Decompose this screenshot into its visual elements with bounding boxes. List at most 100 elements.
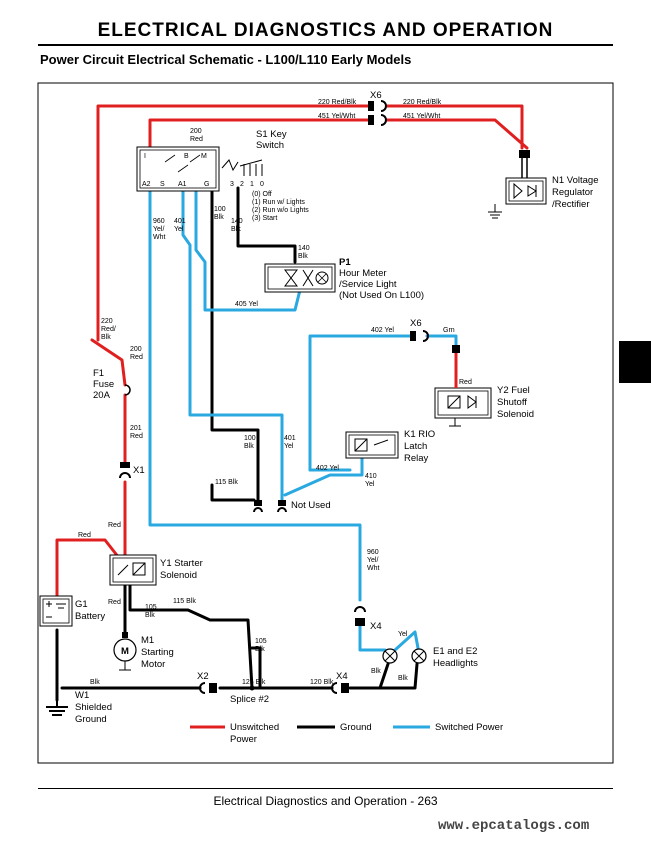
- wire-red-solenoid: Red: [108, 522, 121, 529]
- wire-140-p1-a: 140: [298, 245, 310, 252]
- wire-220-left-b: Red/: [101, 326, 116, 333]
- wire-blk-headlight-1: Blk: [371, 668, 381, 675]
- wire-grn: Grn: [443, 327, 455, 334]
- wire-105-b: Blk: [145, 612, 155, 619]
- legend-ground-label: Ground: [340, 722, 372, 733]
- connector-x6-top: X6: [368, 90, 387, 126]
- latch-relay-k1: K1 RIO Latch Relay: [345, 429, 435, 464]
- connector-x1: X1: [119, 462, 145, 479]
- terminal-i: I: [144, 153, 146, 160]
- wire-401-mid-a: 401: [284, 435, 296, 442]
- f1-line3: 20A: [93, 390, 111, 401]
- wire-yel-headlight: Yel: [398, 631, 408, 638]
- wire-blk-headlight-2: Blk: [398, 675, 408, 682]
- wire-401-a: 401: [174, 218, 186, 225]
- m1-line3: Motor: [141, 659, 165, 670]
- header-rule: [38, 44, 613, 46]
- wire-200-sw-b: Red: [190, 136, 203, 143]
- wire-220-label-a: 220 Red/Blk: [318, 99, 357, 106]
- y1-line2: Solenoid: [160, 570, 197, 581]
- wire-100-mid-a: 100: [244, 435, 256, 442]
- footer-rule: [38, 788, 613, 789]
- wire-410-b: Yel: [365, 481, 375, 488]
- x6-label-top: X6: [370, 90, 382, 101]
- wire-120: 120 Blk: [310, 679, 334, 686]
- page-footer: Electrical Diagnostics and Operation - 2…: [213, 794, 438, 808]
- wire-960-low-b: Yel/: [367, 557, 378, 564]
- wire-105-sp-a: 105: [255, 638, 267, 645]
- x1-label: X1: [133, 465, 145, 476]
- connector-x6-lower: X6: [410, 318, 429, 342]
- terminal-m: M: [201, 153, 207, 160]
- n1-line2: Regulator: [552, 187, 593, 198]
- page-title: ELECTRICAL DIAGNOSTICS AND OPERATION: [97, 20, 554, 41]
- x6-label-lower: X6: [410, 318, 422, 329]
- n1-line3: /Rectifier: [552, 199, 589, 210]
- wire-red-g1: Red: [108, 599, 121, 606]
- wire-220-left-c: Blk: [101, 334, 111, 341]
- wire-220-label-b: 220 Red/Blk: [403, 99, 442, 106]
- fuel-solenoid-y2: Y2 Fuel Shutoff Solenoid: [434, 345, 534, 427]
- terminal-a1: A1: [178, 181, 187, 188]
- s1-pos3-text: (3) Start: [252, 215, 277, 222]
- splice-label: Splice #2: [230, 694, 269, 705]
- splice-2: Splice #2: [230, 685, 269, 705]
- wire-140-sw-b: Blk: [231, 226, 241, 233]
- wire-960-b: Yel/: [153, 226, 164, 233]
- wire-960-low-c: Wht: [367, 565, 380, 572]
- f1-ref: F1: [93, 368, 104, 379]
- starting-motor-m1: M M1 Starting Motor: [113, 632, 174, 671]
- n1-ref: N1 Voltage: [552, 175, 598, 186]
- terminal-a2: A2: [142, 181, 151, 188]
- headlights-e1-e2: E1 and E2 Headlights: [382, 646, 478, 669]
- schematic-title: Power Circuit Electrical Schematic - L10…: [40, 52, 412, 67]
- key-switch-s1: I B M A2 S A1 G 3 2 1 0 S1 Key Switch (0…: [136, 129, 309, 222]
- wire-960-low-a: 960: [367, 549, 379, 556]
- w1-line2: Shielded: [75, 702, 112, 713]
- wire-blk-ground: Blk: [90, 679, 100, 686]
- e1-line2: Headlights: [433, 658, 478, 669]
- wire-402-top: 402 Yel: [371, 327, 394, 334]
- legend-unswitched-label: Unswitched: [230, 722, 279, 733]
- m1-ref: M1: [141, 635, 154, 646]
- schematic-frame: [37, 82, 614, 764]
- watermark: www.epcatalogs.com: [438, 818, 590, 834]
- wire-115: 115 Blk: [215, 479, 238, 486]
- terminal-g: G: [204, 181, 209, 188]
- wire-451-label-a: 451 Yel/Wht: [318, 113, 355, 120]
- wire-100-sw-a: 100: [214, 206, 226, 213]
- s1-name: Switch: [256, 140, 284, 151]
- connector-x4-horizontal: X4: [331, 671, 349, 694]
- switched-wires: [148, 186, 458, 652]
- p1-ref: P1: [339, 257, 351, 268]
- starter-solenoid-y1: Y1 Starter Solenoid: [109, 554, 203, 586]
- wire-red-battery: Red: [78, 532, 91, 539]
- wire-402-mid: 402 Yel: [316, 465, 339, 472]
- switch-pos-0: 0: [260, 181, 264, 188]
- x2-label: X2: [197, 671, 209, 682]
- x4-label-b: X4: [336, 671, 348, 682]
- wire-451-label-b: 451 Yel/Wht: [403, 113, 440, 120]
- wire-125: 125 Blk: [242, 679, 266, 686]
- shielded-ground-w1: W1 Shielded Ground: [46, 690, 112, 725]
- y2-line3: Solenoid: [497, 409, 534, 420]
- wire-401-b: Yel: [174, 226, 184, 233]
- k1-line2: Latch: [404, 441, 427, 452]
- not-used-label: Not Used: [291, 500, 331, 511]
- legend-unswitched-label-2: Power: [230, 734, 257, 745]
- s1-pos2-text: (2) Run w/o Lights: [252, 207, 309, 214]
- wire-100-sw-b: Blk: [214, 214, 224, 221]
- wire-220-left-a: 220: [101, 318, 113, 325]
- w1-ref: W1: [75, 690, 89, 701]
- not-used-connectors: Not Used: [253, 500, 331, 513]
- wire-100-mid-b: Blk: [244, 443, 254, 450]
- wire-960-c: Wht: [153, 234, 166, 241]
- s1-ref: S1 Key: [256, 129, 287, 140]
- wire-105-a: 105: [145, 604, 157, 611]
- wire-405: 405 Yel: [235, 301, 258, 308]
- battery-g1: G1 Battery: [39, 595, 105, 627]
- switch-pos-2: 2: [240, 181, 244, 188]
- wire-960-a: 960: [153, 218, 165, 225]
- legend: Unswitched Power Ground Switched Power: [190, 722, 503, 745]
